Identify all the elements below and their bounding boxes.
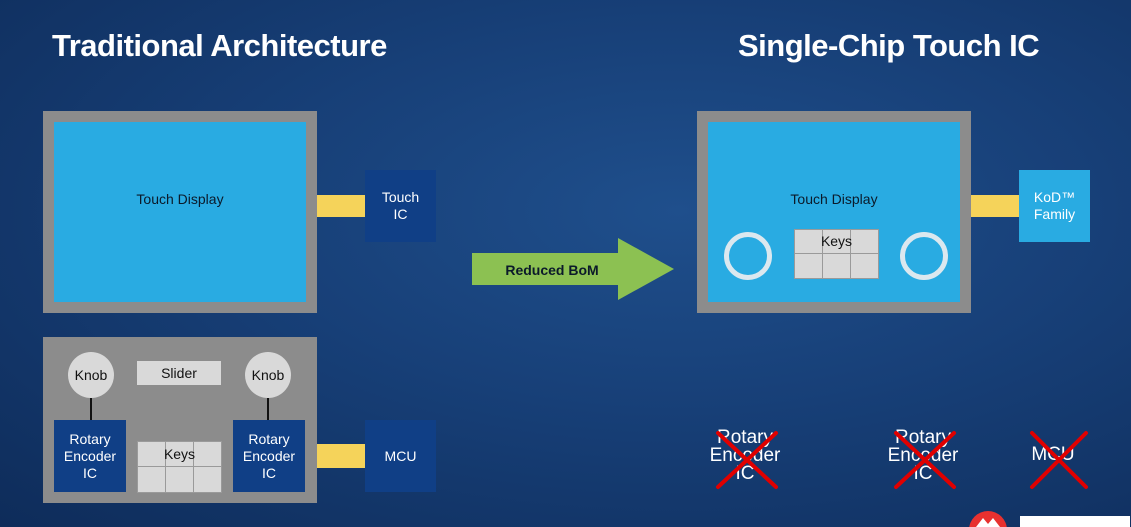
encoder-left-line3: IC [83, 464, 97, 481]
title-single-chip: Single-Chip Touch IC [738, 28, 1040, 63]
knob-left: Knob [68, 352, 114, 398]
arrow-right-icon [472, 238, 674, 300]
reduced-bom-label: Reduced BoM [505, 262, 599, 278]
encoder-right-line3: IC [262, 464, 276, 481]
key-cell [850, 253, 879, 279]
single-chip-keypad: Keys [794, 229, 879, 279]
removed-encoder-b-line1: Rotary [895, 427, 951, 448]
single-chip-display-frame: Touch Display Keys [697, 111, 971, 313]
removed-encoder-b: Rotary Encoder IC [878, 427, 968, 483]
encoder-left-line1: Rotary [69, 430, 111, 447]
removed-encoder-a-line1: Rotary [717, 427, 773, 448]
slider: Slider [137, 361, 221, 385]
title-traditional: Traditional Architecture [52, 28, 387, 63]
reduced-bom-arrow [472, 238, 674, 300]
kod-connector [971, 195, 1019, 217]
encoder-right-line2: Encoder [242, 447, 296, 464]
kod-line1: KoD™ [1033, 189, 1076, 205]
traditional-display-frame: Touch Display [43, 111, 317, 313]
x-mark-icon [1030, 431, 1088, 489]
mcu-connector [317, 444, 365, 468]
key-cell [193, 466, 222, 493]
traditional-touch-display: Touch Display [54, 122, 306, 302]
single-chip-keys-label: Keys [820, 233, 853, 249]
microchip-logo-icon [969, 511, 1130, 527]
rotary-ring-right-icon [900, 232, 948, 280]
knob-right: Knob [245, 352, 291, 398]
knob-left-wire [90, 398, 92, 420]
rotary-ring-left-icon [724, 232, 772, 280]
knob-right-wire [267, 398, 269, 420]
single-chip-touch-display-label: Touch Display [790, 191, 878, 207]
touch-ic-line2: IC [393, 206, 408, 222]
x-mark-icon [716, 431, 778, 489]
single-chip-touch-display: Touch Display Keys [708, 122, 960, 302]
touch-ic-line1: Touch [381, 189, 420, 205]
touch-ic-chip: Touch IC [365, 170, 436, 242]
encoder-right-line1: Rotary [248, 430, 290, 447]
traditional-keypad: Keys [137, 441, 222, 493]
rotary-encoder-ic-right: Rotary Encoder IC [233, 420, 305, 492]
x-mark-icon [894, 431, 956, 489]
key-cell [165, 466, 194, 493]
key-cell [794, 253, 823, 279]
encoder-left-line2: Encoder [63, 447, 117, 464]
traditional-keys-label: Keys [163, 446, 196, 462]
key-cell [822, 253, 851, 279]
rotary-encoder-ic-left: Rotary Encoder IC [54, 420, 126, 492]
traditional-controls-frame: Knob Slider Knob Rotary Encoder IC Keys … [43, 337, 317, 503]
kod-family-chip: KoD™ Family [1019, 170, 1090, 242]
mcu-chip: MCU [365, 420, 436, 492]
key-cell [137, 466, 166, 493]
kod-line2: Family [1033, 206, 1076, 222]
touch-ic-connector [317, 195, 365, 217]
traditional-touch-display-label: Touch Display [136, 191, 224, 207]
